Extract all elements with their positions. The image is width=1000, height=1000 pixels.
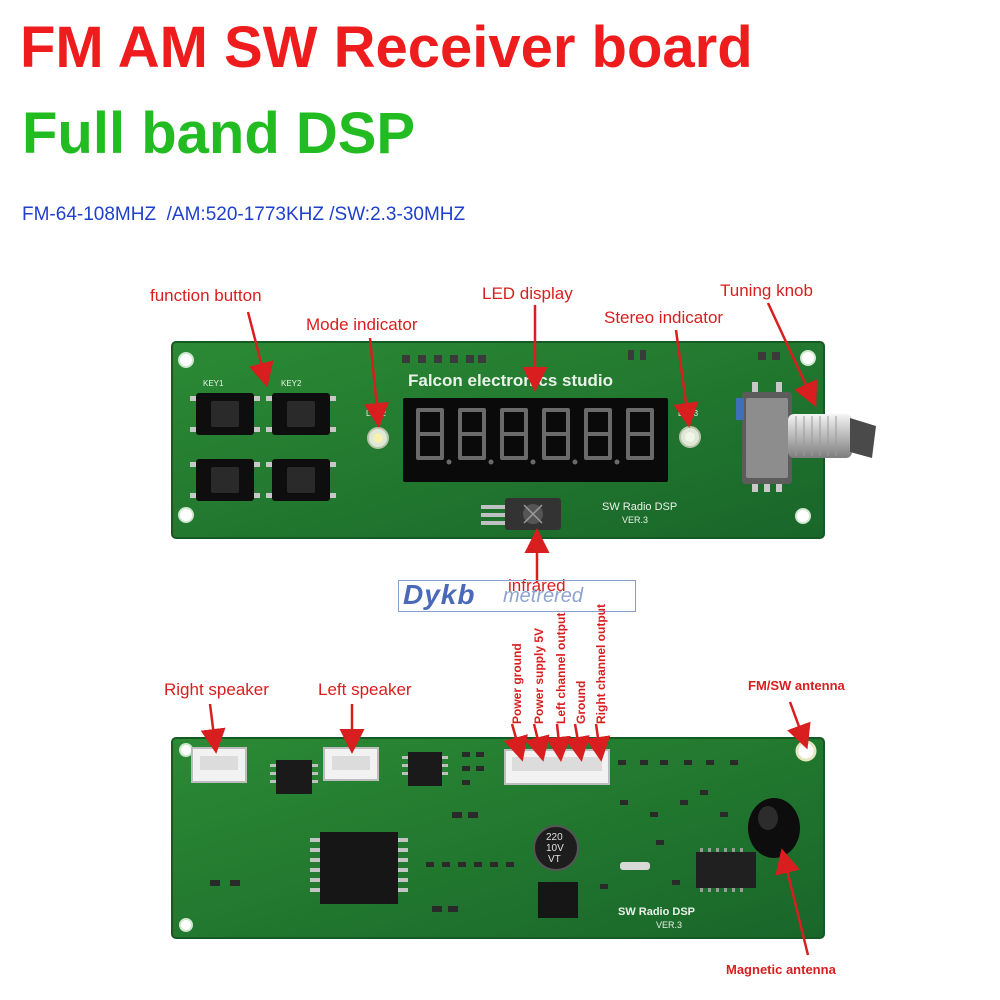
mount-hole <box>178 352 194 368</box>
back-board: 220 10V VT <box>171 737 825 939</box>
infrared-receiver <box>481 498 561 530</box>
label-mode-indicator: Mode indicator <box>306 315 418 334</box>
amp-ic-left <box>408 752 442 786</box>
ic-u5 <box>320 832 398 904</box>
front-board: Falcon electronics studio KEY1 KEY2 <box>171 341 876 539</box>
svg-text:SW Radio DSP: SW Radio DSP <box>618 906 695 918</box>
svg-text:220: 220 <box>546 832 563 843</box>
label-function-button: function button <box>150 286 262 305</box>
dsp-chip <box>696 852 756 888</box>
mount-hole <box>795 508 811 524</box>
label-fm-sw-antenna: FM/SW antenna <box>748 678 845 693</box>
electrolytic-capacitor <box>533 825 579 871</box>
label-right-channel-output: Right channel output <box>594 604 608 724</box>
label-power-supply: Power supply 5V <box>532 627 546 724</box>
magnetic-antenna-ferrite <box>748 798 800 858</box>
mount-hole <box>179 918 193 932</box>
frequency-specs: FM-64-108MHZ /AM:520-1773KHZ /SW:2.3-30M… <box>22 204 466 225</box>
regulator-ic <box>538 882 578 918</box>
svg-text:SW Radio DSP: SW Radio DSP <box>602 501 677 513</box>
front-callout-arrows <box>246 302 818 582</box>
svg-text:KEY2: KEY2 <box>281 379 302 388</box>
amp-ic-right <box>276 760 312 794</box>
mount-hole <box>179 743 193 757</box>
label-left-speaker: Left speaker <box>318 680 412 699</box>
tuning-knob-encoder <box>736 382 876 492</box>
fm-sw-antenna-pad <box>795 740 817 762</box>
label-led-display: LED display <box>482 284 573 303</box>
label-ground: Ground <box>574 680 588 724</box>
silkscreen-brand: Falcon electronics studio <box>408 371 613 390</box>
label-tuning-knob: Tuning knob <box>720 281 813 300</box>
svg-text:VER.3: VER.3 <box>656 920 682 930</box>
mount-hole <box>178 507 194 523</box>
crystal <box>620 862 650 870</box>
mount-hole <box>800 350 816 366</box>
page-subtitle: Full band DSP <box>22 101 416 166</box>
label-magnetic-antenna: Magnetic antenna <box>726 962 836 977</box>
function-buttons: KEY1 KEY2 <box>190 379 336 501</box>
watermark: Dykb metrered <box>398 579 636 612</box>
svg-text:KEY1: KEY1 <box>203 379 224 388</box>
svg-text:VT: VT <box>548 854 561 865</box>
watermark-brand: Dykb <box>403 579 476 610</box>
label-stereo-indicator: Stereo indicator <box>604 308 724 327</box>
svg-text:10V: 10V <box>546 843 564 854</box>
label-left-channel-output: Left channel output <box>554 612 568 724</box>
label-power-ground: Power ground <box>510 643 524 724</box>
led-display <box>403 398 668 482</box>
watermark-brand-suffix: metrered <box>503 585 584 607</box>
page-title: FM AM SW Receiver board <box>20 15 753 80</box>
label-right-speaker: Right speaker <box>164 680 269 699</box>
svg-text:VER.3: VER.3 <box>622 515 648 525</box>
back-callout-arrows <box>200 701 811 956</box>
